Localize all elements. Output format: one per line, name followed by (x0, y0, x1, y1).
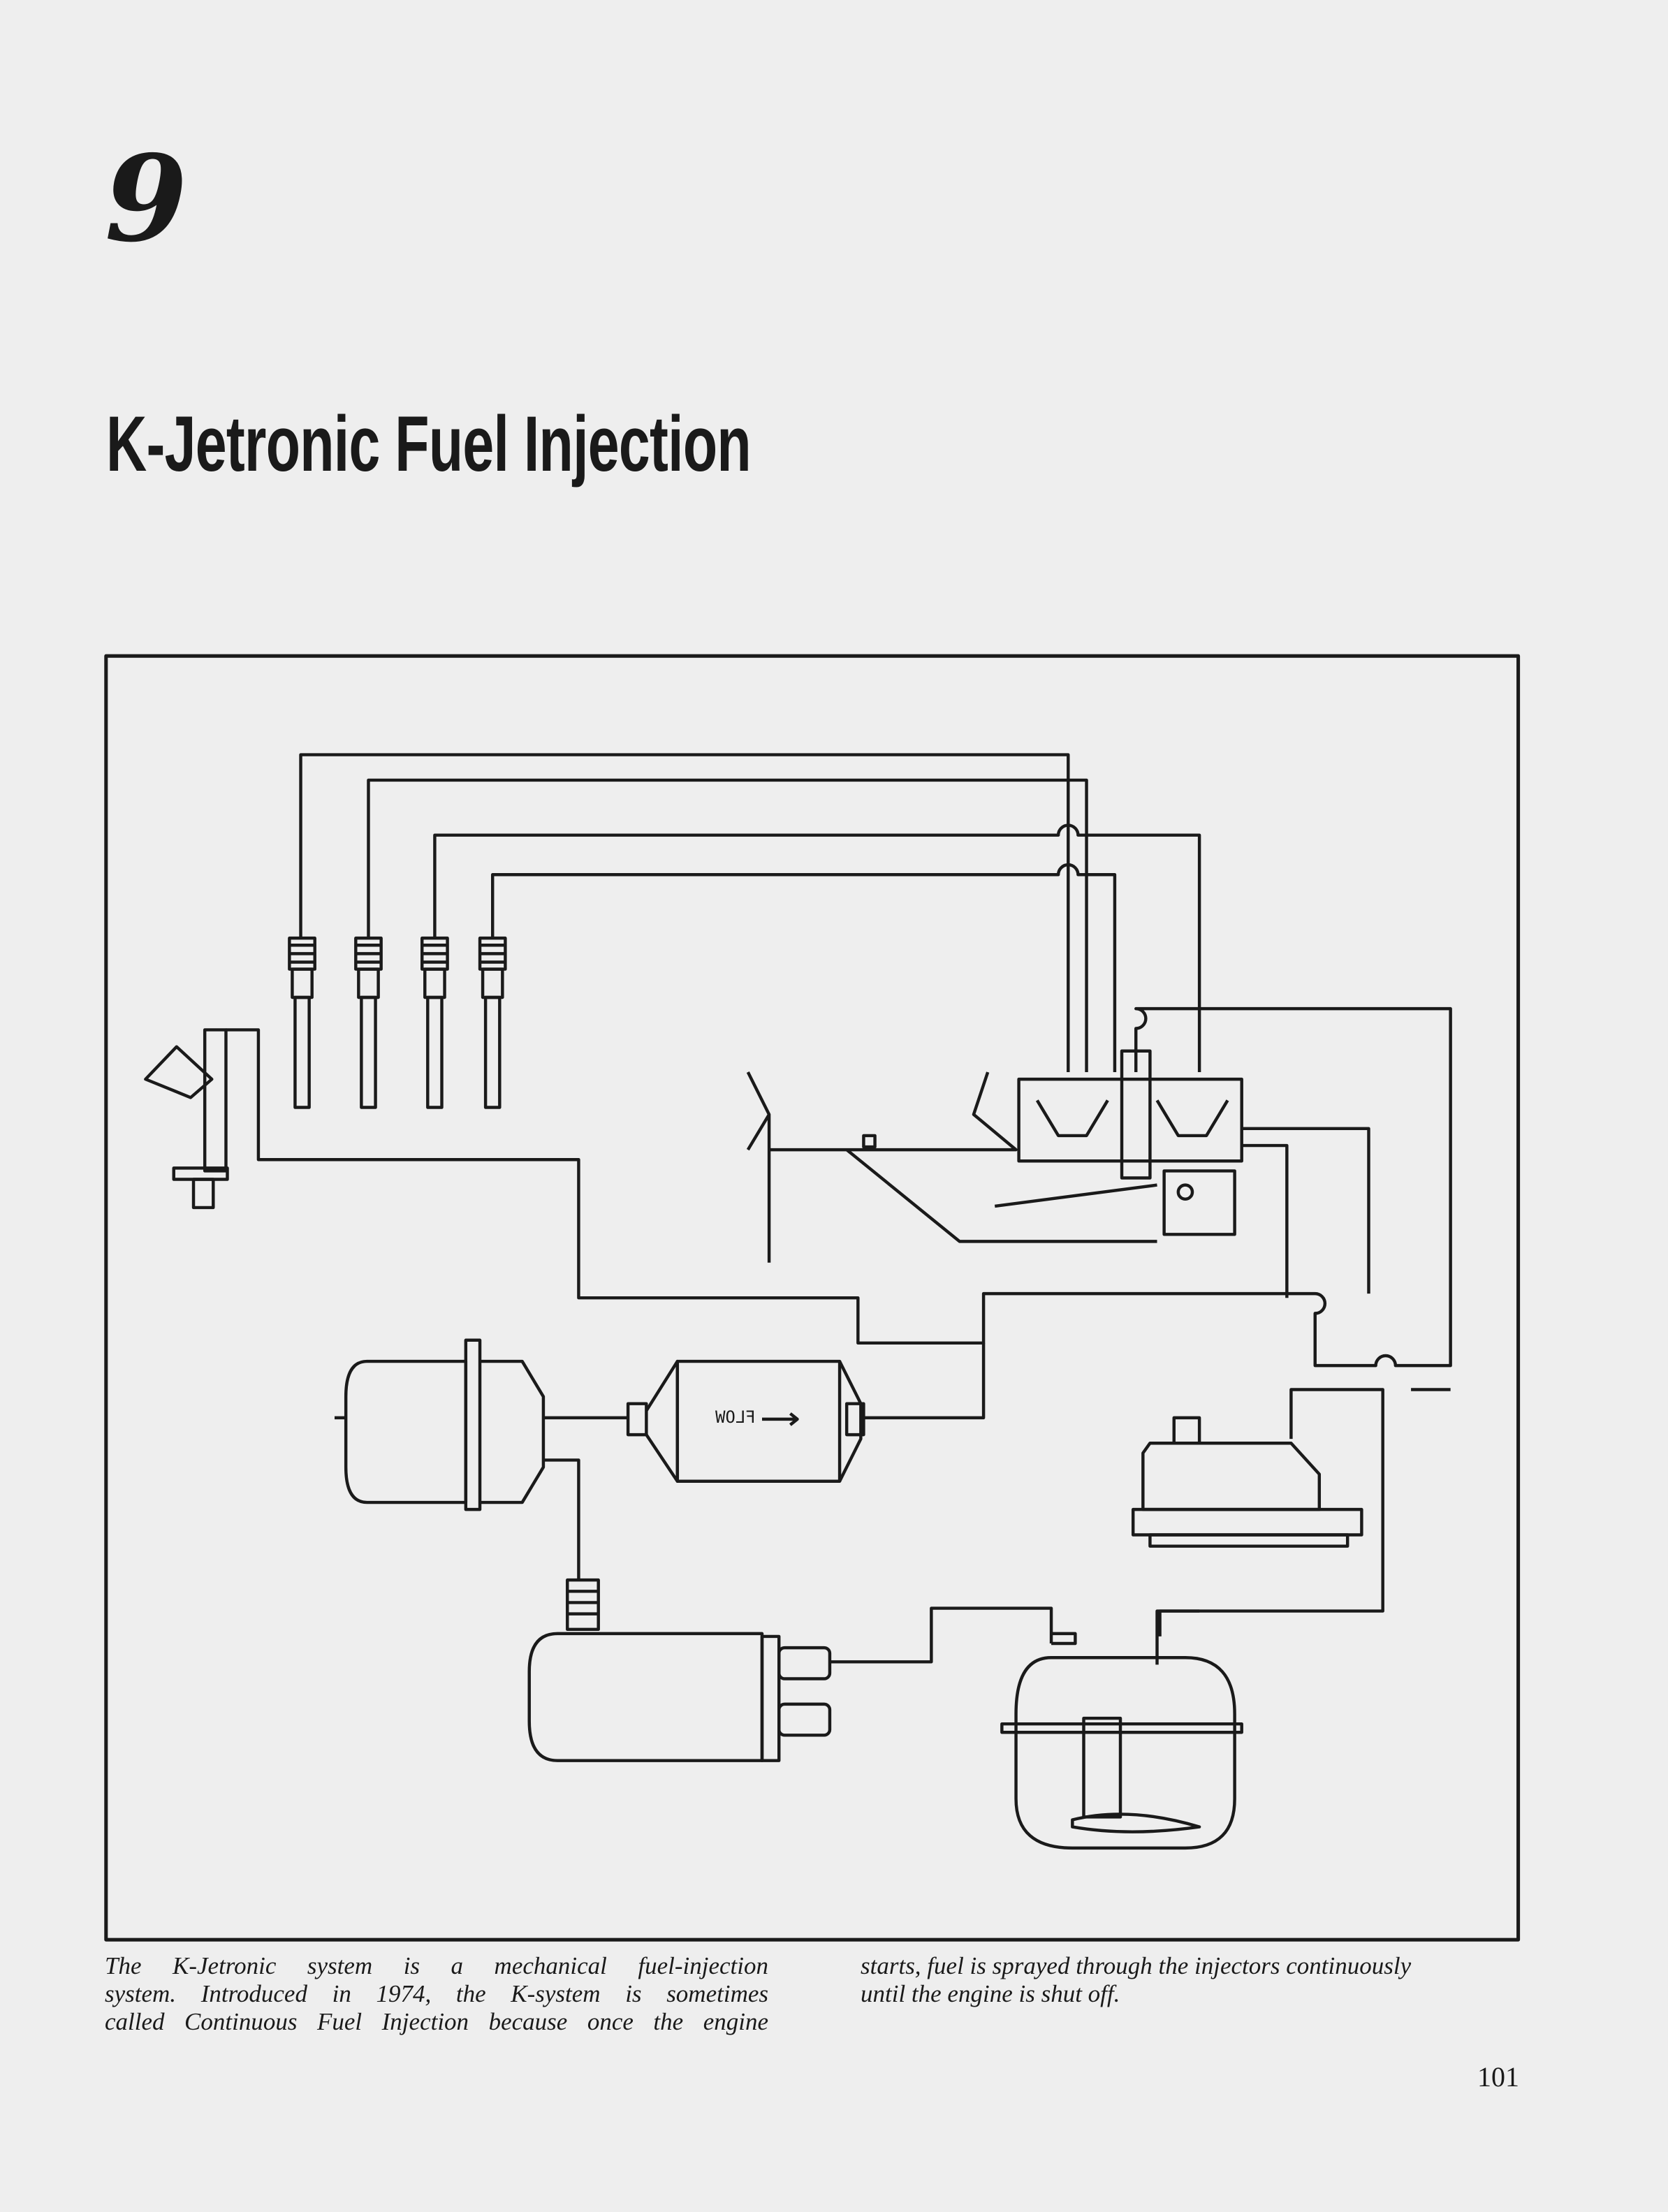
injector-2 (354, 936, 383, 1109)
regulator-line (1158, 1388, 1384, 1636)
fuel-accumulator (335, 1338, 546, 1511)
accumulator-filter-line (543, 1416, 629, 1581)
fuel-filter (626, 1342, 986, 1483)
figure-caption-left: The K-Jetronic system is a mechanical fu… (105, 1952, 768, 2036)
caption-line: called Continuous Fuel Injection because… (105, 2008, 768, 2035)
flow-direction-label: FLOW (715, 1407, 756, 1427)
control-pressure-line (1241, 1127, 1370, 1294)
mixture-control-unit (746, 1049, 1243, 1263)
injector-3 (420, 936, 449, 1109)
injector-fuel-lines (299, 753, 1201, 1073)
cold-start-valve (144, 1028, 229, 1210)
caption-line: until the engine is shut off. (861, 1980, 1120, 2007)
fuel-supply-line (226, 1006, 1452, 1368)
warm-up-regulator (1131, 1388, 1451, 1548)
figure-caption-right: starts, fuel is sprayed through the inje… (861, 1952, 1524, 2008)
fuel-tank (1000, 1609, 1243, 1850)
chapter-title: K-Jetronic Fuel Injection (106, 400, 752, 488)
page-number: 101 (1477, 2061, 1519, 2093)
chapter-number: 9 (105, 129, 188, 269)
return-line (1241, 1143, 1289, 1298)
caption-line: starts, fuel is sprayed through the inje… (861, 1952, 1412, 1979)
injector-4 (478, 936, 507, 1109)
caption-line: system. Introduced in 1974, the K-system… (105, 1980, 768, 2007)
caption-line: The K-Jetronic system is a mechanical fu… (105, 1952, 768, 1979)
fuel-pump (527, 1578, 1053, 1762)
injector-1 (288, 936, 316, 1109)
injectors (288, 936, 507, 1109)
figure-frame (104, 654, 1521, 1942)
